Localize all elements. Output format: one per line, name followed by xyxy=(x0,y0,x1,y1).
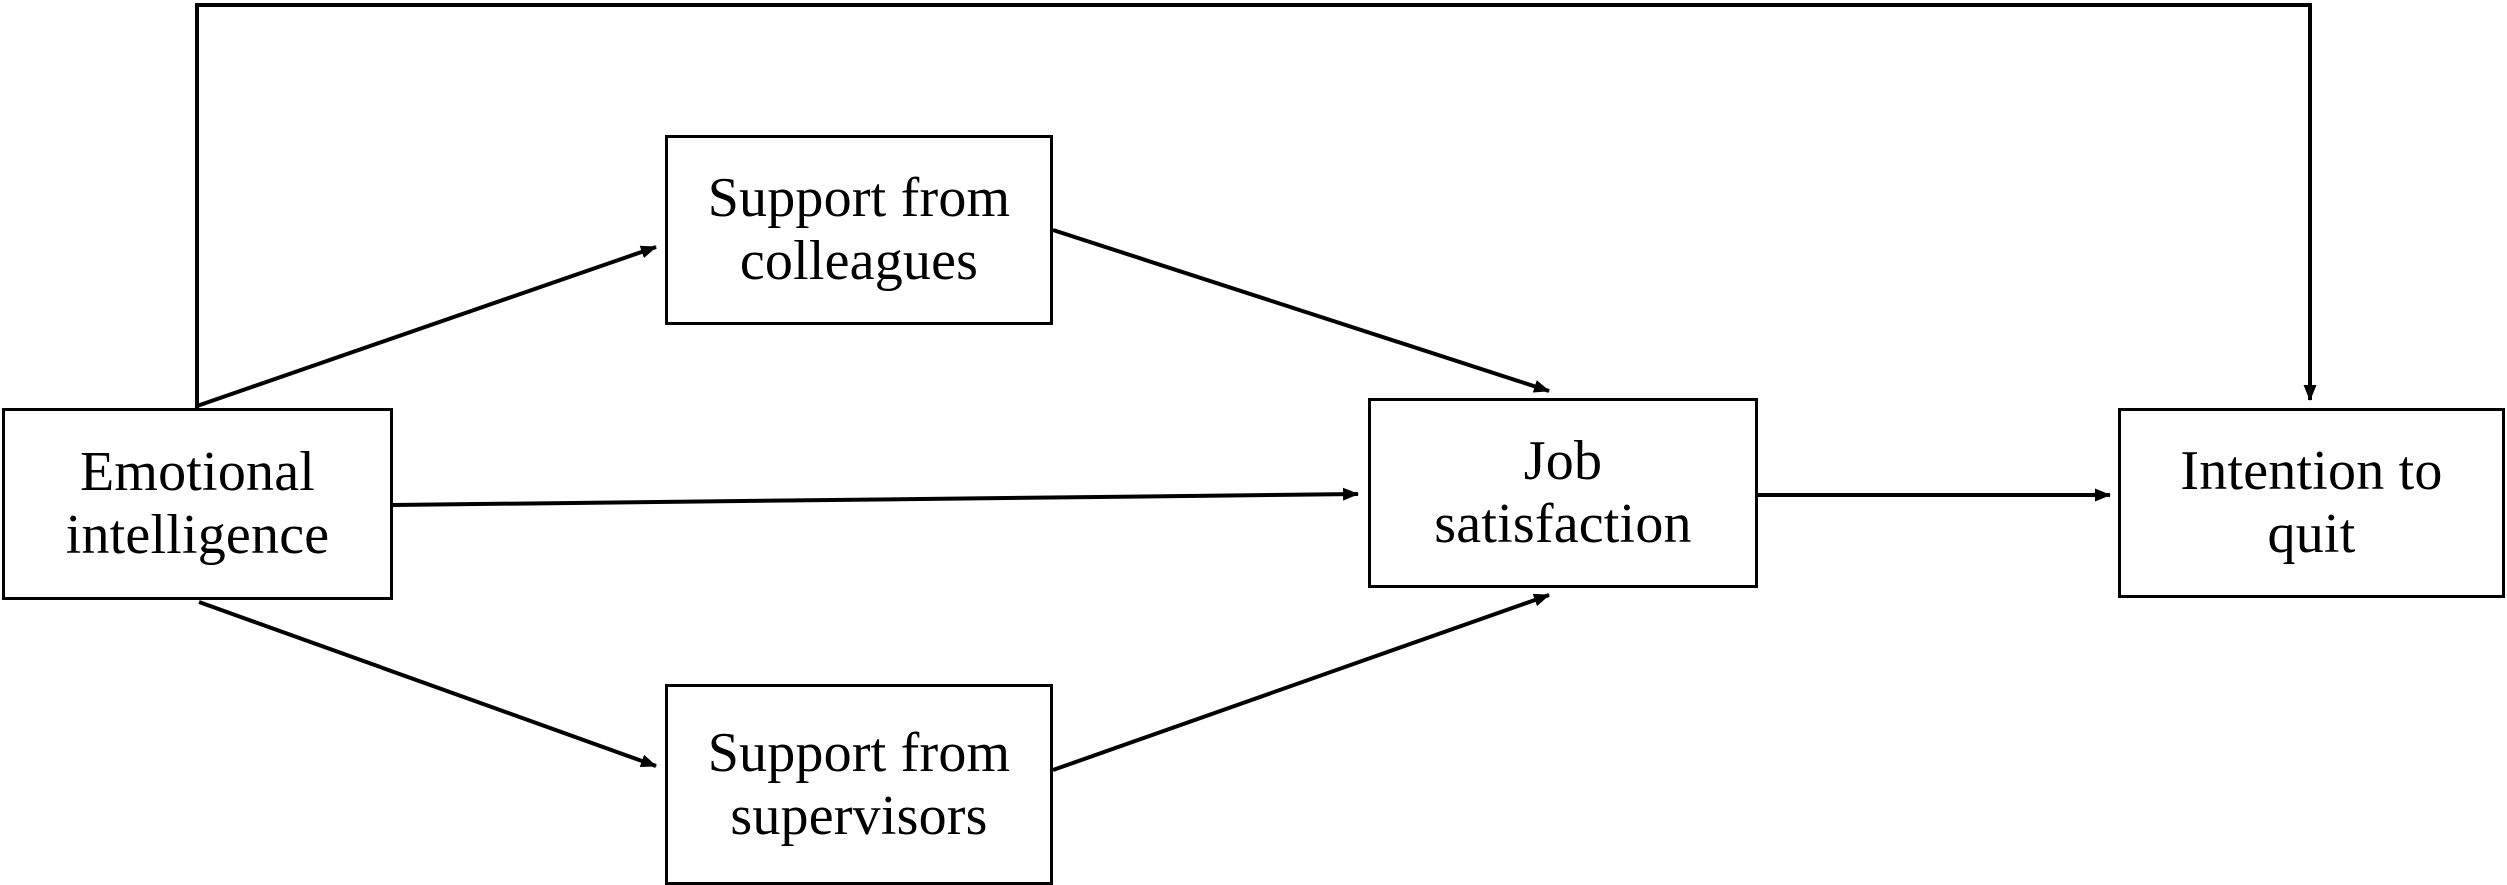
edge-colleagues-to-job-satisfaction xyxy=(1052,228,1550,393)
node-label-emotional-intelligence: Emotional intelligence xyxy=(65,441,330,566)
edge-ei-to-supervisors xyxy=(198,600,657,768)
node-support-from-supervisors[interactable]: Support from supervisors xyxy=(665,684,1053,885)
node-emotional-intelligence[interactable]: Emotional intelligence xyxy=(2,408,393,600)
node-label-job-satisfaction: Job satisfaction xyxy=(1434,430,1692,555)
node-support-from-colleagues[interactable]: Support from colleagues xyxy=(665,135,1053,325)
node-intention-to-quit[interactable]: Intention to quit xyxy=(2118,408,2505,598)
edge-ei-to-colleagues xyxy=(196,245,657,408)
edge-ei-to-intention-to-quit xyxy=(195,3,2317,408)
edge-ei-to-job-satisfaction xyxy=(392,487,1359,507)
node-label-support-from-colleagues: Support from colleagues xyxy=(707,167,1011,292)
edge-supervisors-to-job-satisfaction xyxy=(1052,593,1550,772)
node-label-intention-to-quit: Intention to quit xyxy=(2180,440,2443,565)
node-label-support-from-supervisors: Support from supervisors xyxy=(707,721,1011,847)
node-job-satisfaction[interactable]: Job satisfaction xyxy=(1368,398,1758,588)
